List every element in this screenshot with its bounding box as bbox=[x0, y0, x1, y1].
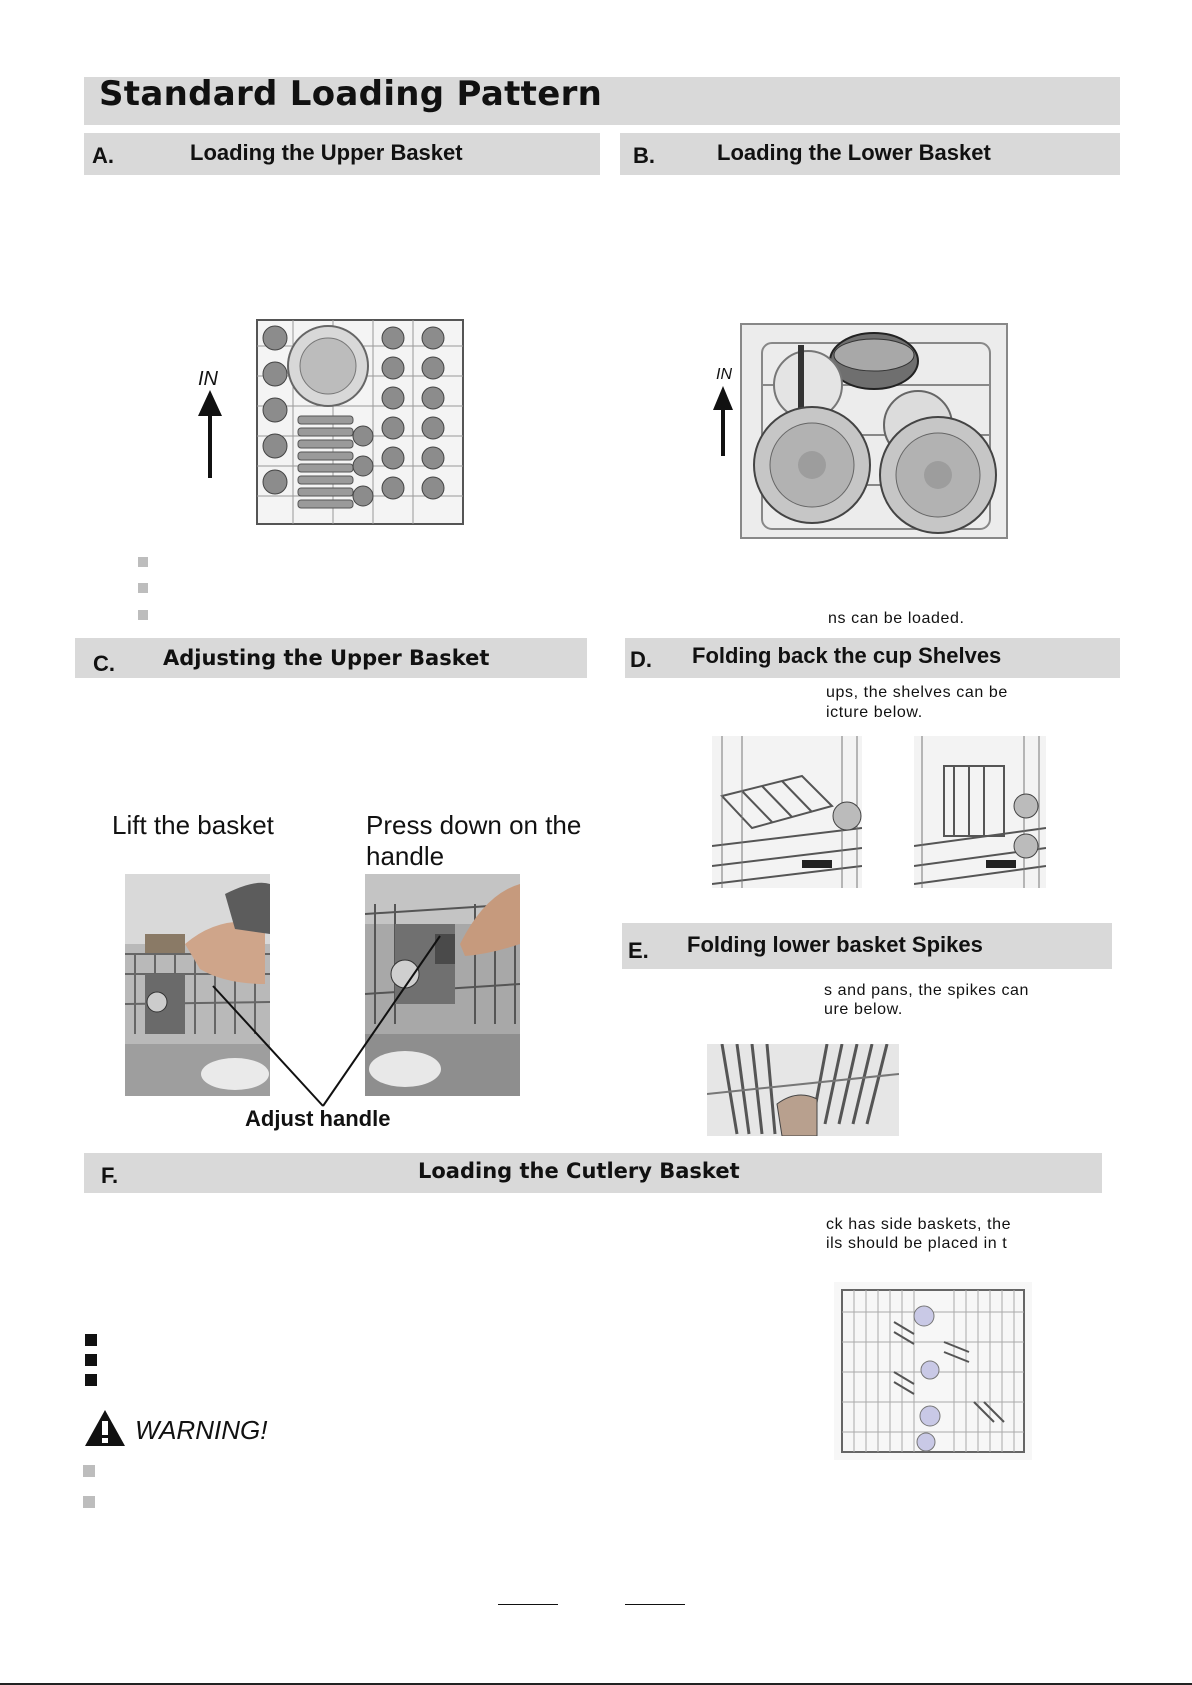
lift-basket-photo bbox=[125, 874, 270, 1096]
cup-shelf-folded-image bbox=[914, 736, 1046, 888]
press-handle-caption-line1: Press down on the bbox=[366, 810, 582, 840]
section-b-letter: B. bbox=[633, 143, 655, 168]
section-a-title: Loading the Upper Basket bbox=[190, 140, 463, 165]
lower-basket-direction: IN bbox=[710, 366, 744, 458]
list-bullet bbox=[83, 1496, 95, 1508]
lower-basket-image bbox=[740, 323, 1008, 539]
section-e-header bbox=[622, 923, 1112, 969]
list-bullet bbox=[83, 1465, 95, 1477]
cutlery-rack-image bbox=[834, 1282, 1032, 1460]
page-title-bar bbox=[84, 77, 1120, 125]
cup-shelves-text-line2: icture below. bbox=[826, 704, 923, 721]
section-c-letter: C. bbox=[93, 651, 115, 676]
cutlery-text-line2: ils should be placed in t bbox=[826, 1235, 1008, 1252]
upper-basket-direction: IN bbox=[196, 368, 236, 480]
cup-shelves-text-line1: ups, the shelves can be bbox=[826, 684, 1008, 701]
press-handle-caption-line2: handle bbox=[366, 841, 445, 871]
section-d-title: Folding back the cup Shelves bbox=[692, 643, 1002, 668]
list-bullet bbox=[138, 557, 148, 567]
warning-icon bbox=[85, 1410, 125, 1446]
up-arrow-icon bbox=[198, 390, 222, 478]
section-b-title: Loading the Lower Basket bbox=[717, 140, 991, 165]
up-arrow-icon bbox=[713, 386, 733, 456]
list-bullet bbox=[138, 610, 148, 620]
section-a-header bbox=[84, 133, 600, 175]
footer-rule-right bbox=[625, 1604, 685, 1605]
adjust-handle-label: Adjust handle bbox=[245, 1106, 391, 1131]
press-handle-photo bbox=[365, 874, 520, 1096]
section-b-header bbox=[620, 133, 1120, 175]
list-bullet bbox=[85, 1354, 97, 1366]
cup-shelf-up-image bbox=[712, 736, 862, 888]
upper-basket-image bbox=[253, 316, 467, 528]
section-c-title: Adjusting the Upper Basket bbox=[163, 646, 490, 670]
page-title: Standard Loading Pattern bbox=[99, 74, 603, 114]
lift-basket-caption: Lift the basket bbox=[112, 810, 274, 840]
spikes-text-line2: ure below. bbox=[824, 1001, 903, 1018]
upper-basket-in-label: IN bbox=[198, 368, 218, 390]
section-f-letter: F. bbox=[101, 1163, 119, 1188]
section-a-letter: A. bbox=[92, 143, 114, 168]
section-e-title: Folding lower basket Spikes bbox=[687, 932, 983, 957]
lower-basket-text-fragment: ns can be loaded. bbox=[828, 610, 965, 627]
list-bullet bbox=[85, 1334, 97, 1346]
warning-label: WARNING! bbox=[135, 1415, 268, 1445]
section-d-letter: D. bbox=[630, 647, 652, 672]
section-e-letter: E. bbox=[628, 938, 649, 963]
section-c-header bbox=[75, 638, 587, 678]
list-bullet bbox=[138, 583, 148, 593]
page-bottom-border bbox=[0, 1683, 1192, 1685]
lower-basket-in-label: IN bbox=[716, 366, 732, 383]
folding-spikes-photo bbox=[707, 1044, 899, 1136]
list-bullet bbox=[85, 1374, 97, 1386]
section-f-title: Loading the Cutlery Basket bbox=[418, 1159, 740, 1183]
adjust-handle-pointer-lines bbox=[212, 935, 441, 1107]
footer-rule-left bbox=[498, 1604, 558, 1605]
spikes-text-line1: s and pans, the spikes can bbox=[824, 982, 1030, 999]
section-f-header bbox=[84, 1153, 1102, 1193]
cutlery-text-line1: ck has side baskets, the bbox=[826, 1216, 1012, 1233]
section-d-header bbox=[625, 638, 1120, 678]
